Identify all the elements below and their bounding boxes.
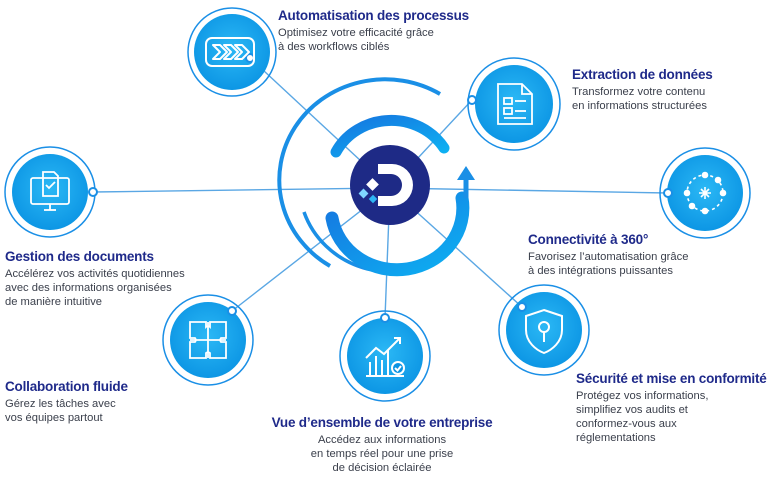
node-collaboration xyxy=(162,294,254,386)
feature-description: Transformez votre contenu en information… xyxy=(572,86,707,112)
feature-description: Accélérez vos activités quotidiennes ave… xyxy=(5,268,185,308)
feature-collaboration: Collaboration fluide Gérez les tâches av… xyxy=(5,379,128,425)
feature-description: Gérez les tâches avec vos équipes partou… xyxy=(5,398,116,424)
feature-description: Protégez vos informations, simplifiez vo… xyxy=(576,390,709,444)
logo-disc xyxy=(350,145,430,225)
feature-title: Automatisation des processus xyxy=(278,8,469,23)
node-automation xyxy=(187,7,277,97)
feature-title: Gestion des documents xyxy=(5,249,154,264)
growth-chart-icon xyxy=(365,337,405,377)
feature-extraction: Extraction de données Transformez votre … xyxy=(572,67,713,113)
feature-title: Connectivité à 360° xyxy=(528,232,649,247)
feature-description: Optimisez votre efficacité grâce à des w… xyxy=(278,27,434,53)
feature-description: Favorisez l’automatisation grâce à des i… xyxy=(528,251,689,277)
connector-documents xyxy=(92,187,391,193)
chevrons-right-icon xyxy=(205,37,255,67)
outer-arc-top-left xyxy=(277,77,442,268)
network-nodes-icon xyxy=(683,171,727,215)
node-documents xyxy=(4,146,98,238)
shield-icon xyxy=(525,308,563,355)
feature-title: Collaboration fluide xyxy=(5,379,128,394)
connector-connectivity xyxy=(389,187,669,194)
node-connectivity xyxy=(659,147,751,239)
feature-documents: Gestion des documents Accélérez vos acti… xyxy=(5,249,185,309)
feature-automation: Automatisation des processus Optimisez v… xyxy=(278,8,469,54)
arrow-head-icon xyxy=(457,166,475,180)
logo-icon xyxy=(358,164,413,206)
central-hub xyxy=(277,77,475,277)
node-security xyxy=(498,284,590,376)
feature-description: Accédez aux informations en temps réel p… xyxy=(310,434,454,474)
document-data-icon xyxy=(497,83,533,125)
inner-arc-bottom xyxy=(325,191,470,277)
node-extraction xyxy=(467,57,561,151)
feature-overview: Vue d’ensemble de votre entreprise Accéd… xyxy=(262,415,502,475)
feature-title: Vue d’ensemble de votre entreprise xyxy=(271,415,493,430)
feature-title: Extraction de données xyxy=(572,67,713,82)
feature-title: Sécurité et mise en conformité xyxy=(576,371,767,386)
inner-arc-top xyxy=(330,114,450,158)
node-overview xyxy=(339,310,431,402)
monitor-document-icon xyxy=(30,171,70,211)
feature-connectivity: Connectivité à 360° Favorisez l’automati… xyxy=(528,232,688,278)
feature-security: Sécurité et mise en conformité Protégez … xyxy=(576,371,767,445)
puzzle-icon xyxy=(189,321,227,359)
